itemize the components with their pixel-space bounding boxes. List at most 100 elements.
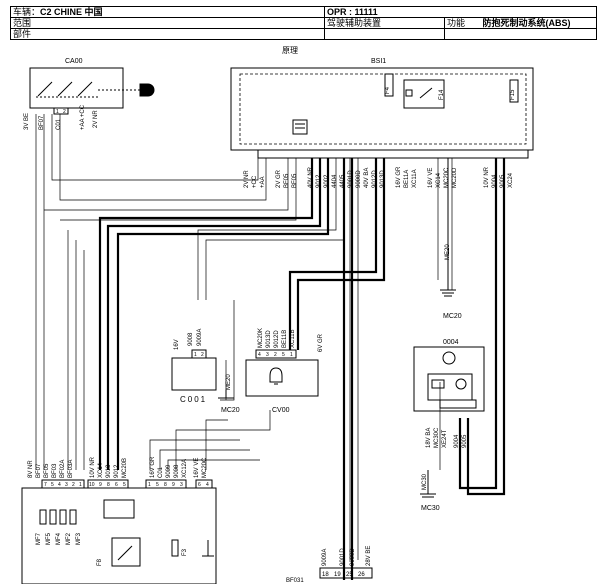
bottom-wire-bf03a: BF03A [68,460,74,478]
mf-2: MF2 [66,532,72,545]
bottom-pin-b3: 8 [107,482,110,488]
function-label: 功能 [447,18,466,28]
bsi-wire-aa: +AA [260,176,266,188]
fuse-f3-box [171,539,179,557]
bsi-wire-40vba: 40V BA [364,168,370,188]
bottom-wire-xc14: XC14 [98,462,104,478]
bsi-wire-2vnr: 2V NR [244,170,250,188]
cv00-pin-b: 3 [266,352,269,358]
ca00-wire-nr: 2V NR [93,110,99,128]
bottom-wire-mc20c: MC20C [202,457,208,478]
ca00-wire-aa: +AA +CC [80,104,86,130]
bottom-conn-wire-28vbe: 28V BE [366,546,372,566]
bell-icon [269,367,283,385]
bottom-connector-d [195,479,213,489]
c001-wire-9008: 9008 [188,332,194,346]
bsi-wire-mc20c: MC20C [444,167,450,188]
cv00-pin-c: 2 [274,352,277,358]
bottom-connector-a [41,479,85,489]
bottom-connector-b [87,479,129,489]
function-value: 防抱死制动系统(ABS) [482,18,571,28]
part-label: 部件 [13,29,32,39]
cv00-wire-9012d: 9012D [274,330,280,348]
abs-gauge-icon [455,378,467,390]
bsi-wire-be11a: BE11A [404,170,410,188]
d004-wire-9005: 9005 [462,434,468,448]
bottom-conn-wire-9001d: 9001D [340,548,346,566]
bsi1-module-icon [292,119,308,135]
fuse-f3: F3 [182,548,188,556]
mf-fuse-group [39,509,77,525]
fuse-f15: F15 [510,89,516,100]
bsi-wire-2vgr: 2V GR [276,169,282,188]
bottom-pin-d1: 6 [198,482,201,488]
bottom-conn-pin-18: 18 [322,572,329,578]
mf-3: MF3 [76,532,82,545]
bottom-wire-16vve: 16V VE [194,458,200,478]
bottom-pin-c5: 3 [180,482,183,488]
bottom-pin-b2: 9 [99,482,102,488]
cv00-wire-6vgr: 6V GR [318,333,324,352]
ground-mc20-2: MC20 [221,407,240,414]
fuse-f15-box [509,79,519,103]
bottom-pin-b5: 5 [123,482,126,488]
scope-label: 范围 [13,18,32,28]
bsi-wire-16vgr: 16V GR [396,166,402,188]
bottom-wire-8vnr: 8V NR [28,460,34,478]
opr-label: OPR : [327,7,353,17]
fuse-f8: F8 [97,558,103,566]
bottom-wire-bf05: BF05 [44,463,50,478]
ca00-box [29,67,124,109]
vehicle-label: 车辆： [13,7,41,17]
scope-value: 驾驶辅助装置 [327,18,382,28]
mf-5: MF5 [46,532,52,545]
ca00-conn-label: 3V BE [24,113,30,130]
bsi1-label: BSI1 [371,58,386,65]
fuse-f4: F4 [385,86,391,94]
bottom-wire-xc12a: XC12A [182,459,188,478]
bsi-wire-9000d: 9000D [356,170,362,188]
c001-label: C001 [180,395,207,404]
fuse-f4-box [384,73,394,97]
abs-chip-icon [431,379,445,389]
bottom-wire-10vnr: 10V NR [90,456,96,478]
bottom-pin-c2: 5 [156,482,159,488]
bottom-pin-a4: 3 [65,482,68,488]
bottom-relay-icon [111,537,141,567]
ground-mc30-1: MC30 [422,473,428,490]
bottom-pin-c1: 1 [148,482,151,488]
section-title: 原理 [282,46,298,55]
abs-sensor-icon [442,351,456,365]
bottom-pin-b1: 10 [89,482,95,488]
header-table: 车辆：C2 CHINE 中国 OPR : 11111 范围 驾驶辅助装置 功能 … [10,6,597,42]
ground-mc20-1: MC20 [443,313,462,320]
bsi-wire-xc11a: XC11A [412,169,418,188]
bsi-wire-mc20d: MC20D [452,167,458,188]
bottom-pin-a2: 5 [51,482,54,488]
bottom-main-connector [319,567,373,579]
bsi-wire-4404: 4404 [332,174,338,188]
d004-connector [439,399,477,409]
c001-wire-16v: 16V [174,339,180,350]
ignition-key-icon [36,81,155,98]
ca00-label: CA00 [65,58,83,65]
bottom-conn-label: BF031 [286,578,304,584]
bottom-wire-bf02a: BF02A [60,460,66,478]
bottom-conn-wire-9000d: 9000D [350,548,356,566]
bottom-pin-d2: 4 [206,482,209,488]
bottom-wire-bf07: BF07 [36,463,42,478]
bsi1-box [230,67,534,151]
bottom-pin-a6: 1 [79,482,82,488]
bottom-pin-b4: 6 [115,482,118,488]
cv00-pin-e: 1 [290,352,293,358]
thick-wires [98,158,506,580]
bsi1-connector [257,149,529,159]
ca00-wire-c01: C01 [56,118,62,130]
c001-connector [191,349,207,359]
bsi1-inner [239,73,527,145]
bottom-conn-pin-25: 25 [346,572,353,578]
bottom-wire-bf03: BF03 [52,463,58,478]
relay-coil-icon [405,89,413,97]
c001-pin-2: 2 [201,352,204,358]
